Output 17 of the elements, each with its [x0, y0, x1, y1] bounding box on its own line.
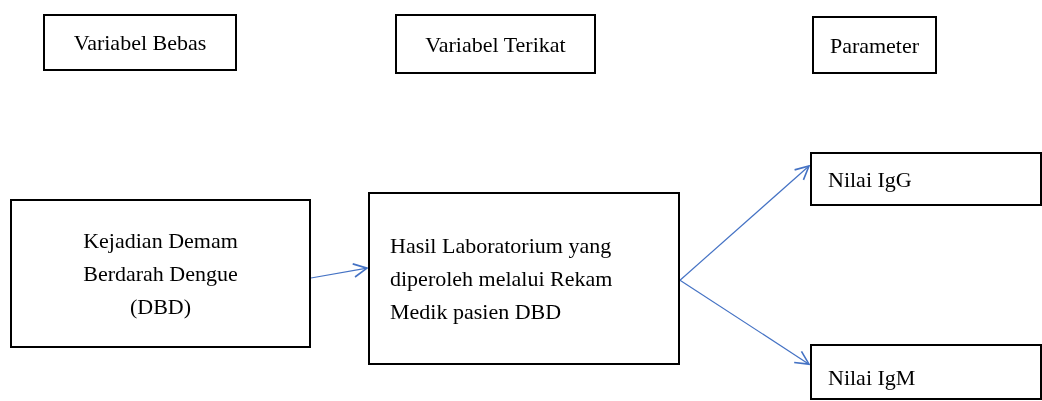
arrow: [679, 279, 810, 365]
box-label: Variabel Bebas: [73, 29, 207, 57]
process-box: [810, 152, 1042, 206]
process-box: [10, 199, 311, 348]
box-label: Hasil Laboratorium yang diperoleh melalui Rekam Medik pasien DBD: [390, 232, 614, 326]
process-box: [368, 192, 680, 365]
box-label: Nilai IgG: [828, 165, 912, 194]
box-label: Variabel Terikat: [425, 30, 566, 59]
arrow: [310, 263, 368, 279]
process-box: [812, 16, 937, 74]
arrow: [679, 165, 810, 281]
process-box: [810, 344, 1042, 400]
box-label: Nilai IgM: [828, 364, 916, 392]
box-label: Kejadian Demam Berdarah Dengue (DBD): [82, 227, 239, 321]
box-label: Parameter: [829, 31, 920, 60]
process-box: [395, 14, 596, 74]
process-box: [43, 14, 237, 71]
